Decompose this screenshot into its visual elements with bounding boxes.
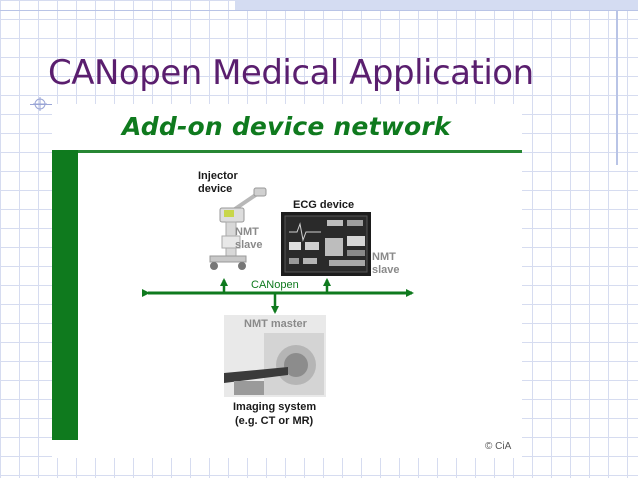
diagram-title-rule <box>78 150 522 153</box>
imaging-label-line2: (e.g. CT or MR) <box>235 415 314 427</box>
network-diagram: Add-on device network Injector device NM… <box>52 104 522 458</box>
ecg-role-line1: NMT <box>372 251 396 263</box>
injector-label-line1: Injector <box>198 170 238 182</box>
right-decor-rule <box>616 10 618 165</box>
imaging-role: NMT master <box>244 318 307 330</box>
canopen-bus-label: CANopen <box>251 279 299 291</box>
copyright-note: © CiA <box>485 441 512 452</box>
imaging-system-picture <box>224 315 326 397</box>
network-connections <box>142 278 414 314</box>
injector-role-line1: NMT <box>235 226 259 238</box>
injector-role-line2: slave <box>235 239 263 251</box>
ecg-role-line2: slave <box>372 264 400 276</box>
ecg-label: ECG device <box>293 199 355 211</box>
top-decor-line <box>0 10 638 11</box>
imaging-label-line1: Imaging system <box>233 401 317 413</box>
diagram-green-bar <box>52 150 78 440</box>
injector-device-picture <box>209 187 267 270</box>
top-decor-band <box>235 0 638 10</box>
crosshair-icon <box>33 97 47 111</box>
diagram-title: Add-on device network <box>122 112 451 141</box>
injector-label-line2: device <box>198 183 233 195</box>
ecg-device-picture <box>281 212 371 276</box>
slide-title: CANopen Medical Application <box>48 53 534 93</box>
